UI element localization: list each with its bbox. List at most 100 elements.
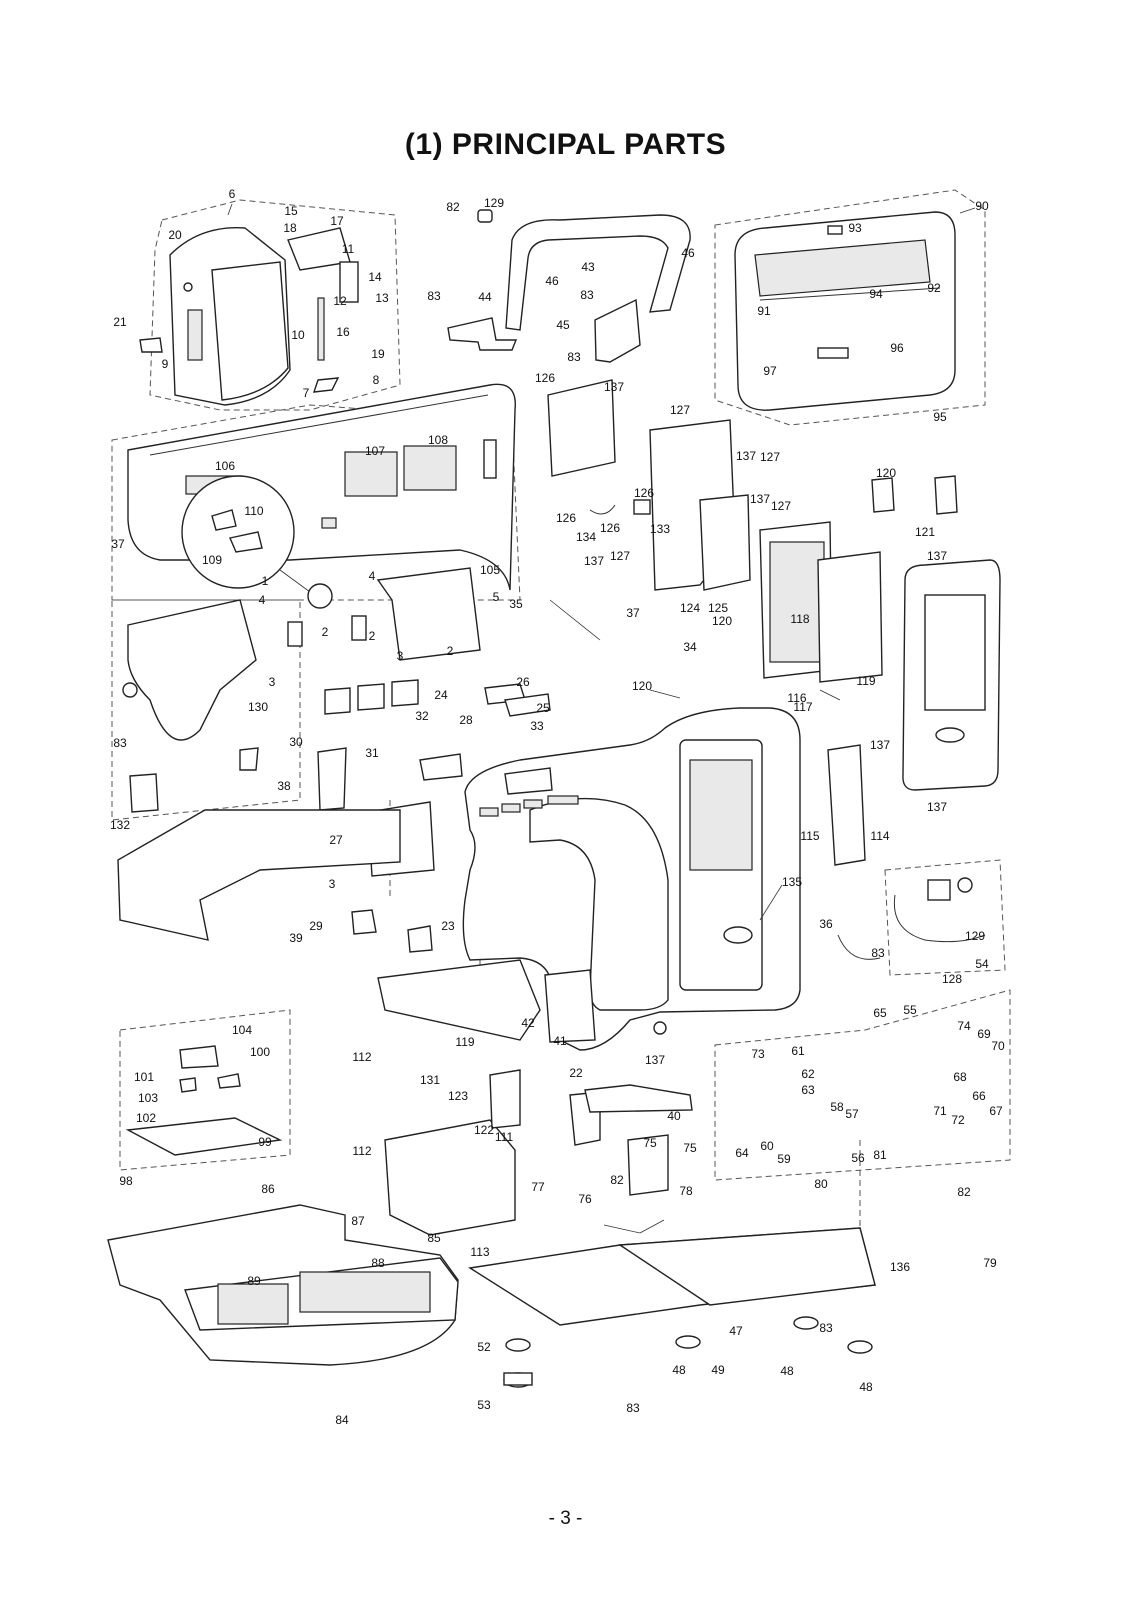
part-callout-77: 77 [531,1180,545,1194]
part-callout-98: 98 [119,1174,133,1188]
part-callout-131: 131 [420,1073,440,1087]
part-callout-82: 82 [610,1173,624,1187]
detail-inset [181,475,333,609]
part-callout-34: 34 [683,640,697,654]
part-callout-137: 137 [645,1053,665,1067]
part-callout-116: 116 [787,691,806,705]
part-callout-76: 76 [578,1192,592,1206]
part-callout-127: 127 [670,403,690,417]
part-callout-126: 126 [634,486,654,500]
part-callout-22: 22 [569,1066,583,1080]
part-callout-58: 58 [830,1100,844,1114]
part-callout-126: 126 [600,521,620,535]
part-callout-132: 132 [110,818,130,832]
part-callout-110: 110 [244,504,263,518]
part-callout-29: 29 [309,919,323,933]
part-callout-32: 32 [415,709,429,723]
part-callout-93: 93 [848,221,862,235]
part-callout-113: 113 [470,1245,489,1259]
part-callout-90: 90 [975,199,989,213]
part-callout-71: 71 [933,1104,947,1118]
page-number: - 3 - [548,1508,583,1529]
part-callout-2: 2 [322,625,329,639]
handle-assembly [447,209,691,363]
part-callout-91: 91 [757,304,771,318]
part-callout-16: 16 [336,325,350,339]
part-callout-124: 124 [680,601,700,615]
part-callout-3: 3 [329,877,336,891]
part-callout-126: 126 [535,371,555,385]
part-callout-36: 36 [819,917,833,931]
part-callout-6: 6 [229,187,236,201]
part-callout-137: 137 [927,800,947,814]
part-callout-9: 9 [162,357,169,371]
part-callout-83: 83 [626,1401,640,1415]
part-callout-87: 87 [351,1214,365,1228]
part-callout-137: 137 [927,549,947,563]
part-callout-23: 23 [441,919,455,933]
part-callout-39: 39 [289,931,303,945]
part-callout-133: 133 [650,522,670,536]
part-callout-67: 67 [989,1104,1003,1118]
part-callout-119: 119 [455,1035,474,1049]
part-callout-127: 127 [610,549,630,563]
part-callout-3: 3 [397,649,404,663]
feet-and-screws [503,1316,873,1388]
part-callout-48: 48 [859,1380,873,1394]
part-callout-70: 70 [991,1039,1005,1053]
part-callout-41: 41 [553,1034,567,1048]
part-callout-38: 38 [277,779,291,793]
part-callout-45: 45 [556,318,570,332]
part-callout-119: 119 [856,674,875,688]
carry-case [734,211,956,411]
embroidery-unit [107,1204,876,1366]
part-callout-4: 4 [369,569,376,583]
part-callout-83: 83 [567,350,581,364]
part-callout-63: 63 [801,1083,815,1097]
part-callout-83: 83 [580,288,594,302]
part-callout-30: 30 [289,735,303,749]
part-callout-121: 121 [915,525,935,539]
part-callout-13: 13 [375,291,389,305]
part-callout-74: 74 [957,1019,971,1033]
part-callout-102: 102 [136,1111,156,1125]
part-callout-105: 105 [480,563,500,577]
part-callout-43: 43 [581,260,595,274]
part-callout-48: 48 [672,1363,686,1377]
part-callout-48: 48 [780,1364,794,1378]
part-callout-21: 21 [113,315,127,329]
part-callout-42: 42 [521,1016,535,1030]
part-callout-61: 61 [791,1044,805,1058]
part-callout-137: 137 [870,738,890,752]
part-callout-80: 80 [814,1177,828,1191]
part-callout-18: 18 [283,221,297,235]
part-callout-24: 24 [434,688,448,702]
part-callout-56: 56 [851,1151,865,1165]
part-callout-11: 11 [342,242,355,256]
part-callout-94: 94 [869,287,883,301]
keypad-plate [125,1045,283,1156]
part-callout-135: 135 [782,875,802,889]
part-callout-85: 85 [427,1231,441,1245]
part-callout-33: 33 [530,719,544,733]
part-callout-28: 28 [459,713,473,727]
part-callout-15: 15 [284,204,298,218]
part-callout-82: 82 [446,200,460,214]
part-callout-117: 117 [793,700,812,714]
part-callout-89: 89 [247,1274,261,1288]
part-callout-35: 35 [509,597,523,611]
part-callout-4: 4 [259,593,266,607]
part-callout-97: 97 [763,364,777,378]
part-callout-95: 95 [933,410,947,424]
part-callout-114: 114 [870,829,889,843]
part-callout-108: 108 [428,433,448,447]
part-callout-96: 96 [890,341,904,355]
part-callout-103: 103 [138,1091,158,1105]
part-callout-47: 47 [729,1324,743,1338]
side-cover-assembly [139,227,359,406]
part-callout-69: 69 [977,1027,991,1041]
part-callout-7: 7 [303,386,310,400]
part-callout-10: 10 [291,328,305,342]
part-callout-59: 59 [777,1152,791,1166]
